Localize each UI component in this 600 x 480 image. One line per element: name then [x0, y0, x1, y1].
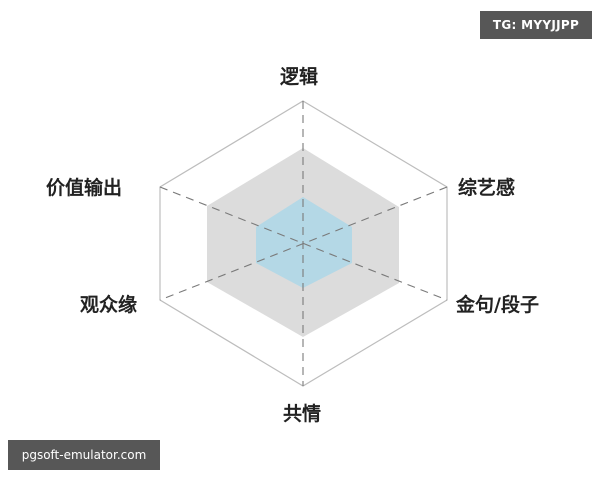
- axis-label-logic: 逻辑: [280, 66, 319, 88]
- axis-label-audience: 观众缘: [80, 294, 138, 316]
- axis-spokes: [159, 101, 448, 386]
- axis-label-variety: 综艺感: [458, 177, 516, 199]
- axis-label-value: 价值输出: [46, 177, 123, 199]
- watermark-site: pgsoft-emulator.com: [8, 440, 160, 470]
- axis-label-punchline: 金句/段子: [456, 294, 539, 316]
- axis-label-empathy: 共情: [283, 403, 322, 425]
- watermark-telegram: TG: MYYJJPP: [480, 11, 592, 39]
- series-blue-area: [256, 197, 352, 288]
